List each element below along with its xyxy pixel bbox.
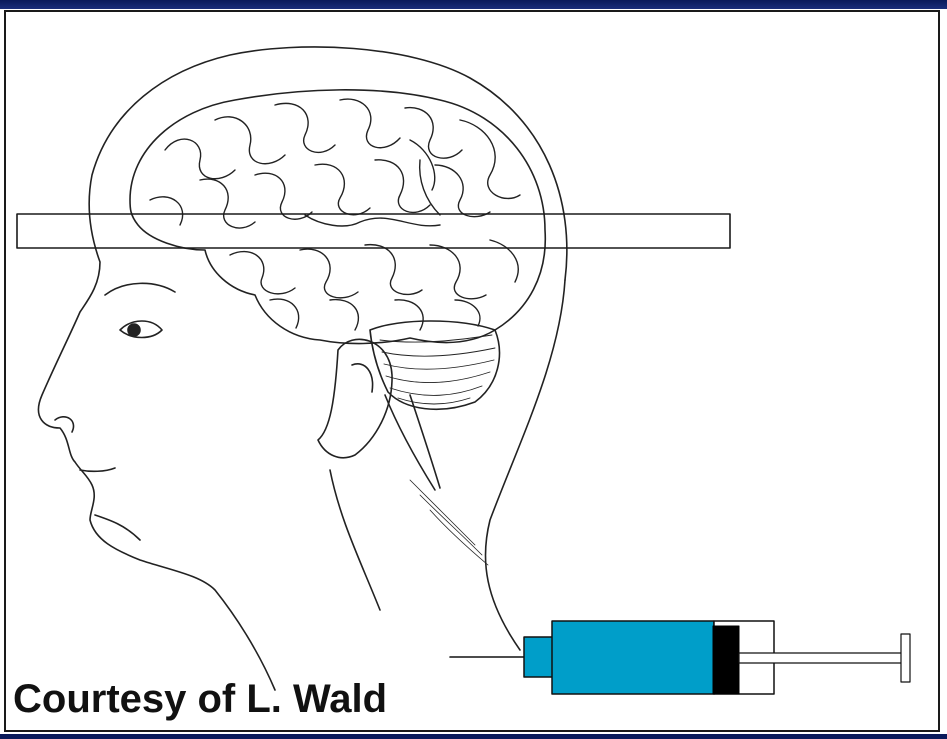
ear-inner	[352, 364, 373, 392]
syringe-plunger-cap	[901, 634, 910, 682]
syringe-barrel-fluid	[552, 621, 714, 694]
brain-outline	[130, 90, 545, 344]
neck-front	[330, 470, 380, 610]
eye	[120, 321, 162, 338]
courtesy-caption: Courtesy of L. Wald	[13, 676, 387, 722]
mouth	[80, 468, 115, 471]
syringe-icon	[450, 621, 910, 694]
eyebrow	[105, 283, 175, 295]
cerebellum-hatching	[380, 335, 495, 404]
syringe-plunger-head	[713, 626, 739, 694]
nose-wing	[55, 417, 74, 432]
syringe-plunger-rod	[739, 653, 903, 663]
syringe-hub	[524, 637, 554, 677]
head-outline	[38, 47, 566, 690]
bottom-bar	[0, 734, 947, 739]
ear	[318, 339, 392, 457]
neck-hatching	[410, 480, 488, 565]
chin	[95, 515, 140, 540]
pupil	[128, 324, 140, 336]
